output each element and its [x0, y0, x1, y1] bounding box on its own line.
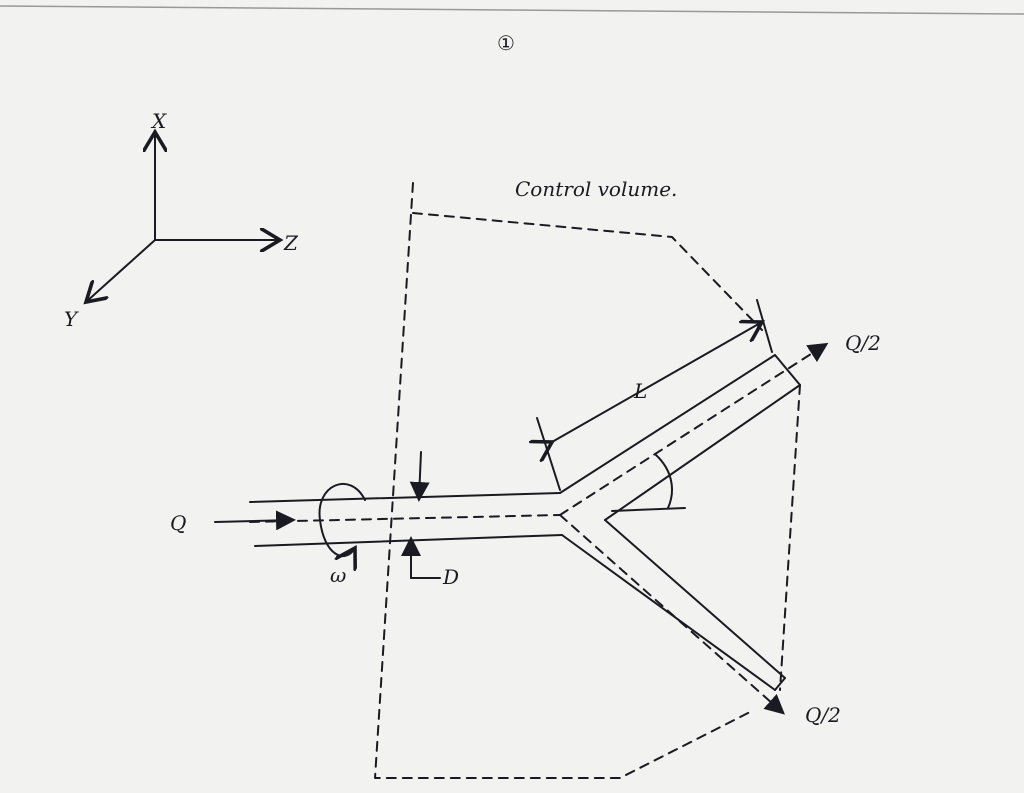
diameter-arrow-top — [409, 451, 430, 502]
rotation-label: ω — [330, 563, 346, 587]
z-axis-label: Z — [283, 231, 299, 255]
page-edge — [0, 5, 1024, 15]
diameter-label: D — [442, 565, 459, 589]
upper-branch-centerline — [559, 342, 829, 516]
lower-branch-centerline — [559, 514, 785, 715]
control-volume-label: Control volume. — [515, 177, 677, 201]
inlet-flow-label: Q — [170, 511, 186, 535]
inlet-centerline — [249, 514, 561, 523]
inlet-flow-arrow — [214, 510, 296, 531]
angle-reference-line — [611, 507, 686, 512]
sprinkler-pipe — [249, 342, 829, 715]
x-axis-label: X — [150, 109, 167, 133]
length-label: L — [633, 379, 647, 403]
control-volume-boundary — [374, 182, 801, 779]
length-extension-inner — [536, 417, 561, 491]
outlet-flow-bottom-label: Q/2 — [805, 703, 841, 727]
outlet-flow-top-label: Q/2 — [845, 331, 881, 355]
length-dimension-line — [552, 322, 762, 442]
page-number: ① — [497, 31, 515, 55]
y-axis-arrow — [86, 239, 156, 302]
y-axis-label: Y — [64, 307, 79, 331]
branch-angle-arc — [655, 454, 673, 509]
rotation-arrow — [318, 482, 366, 556]
coordinate-axes: X Z Y — [64, 109, 299, 331]
